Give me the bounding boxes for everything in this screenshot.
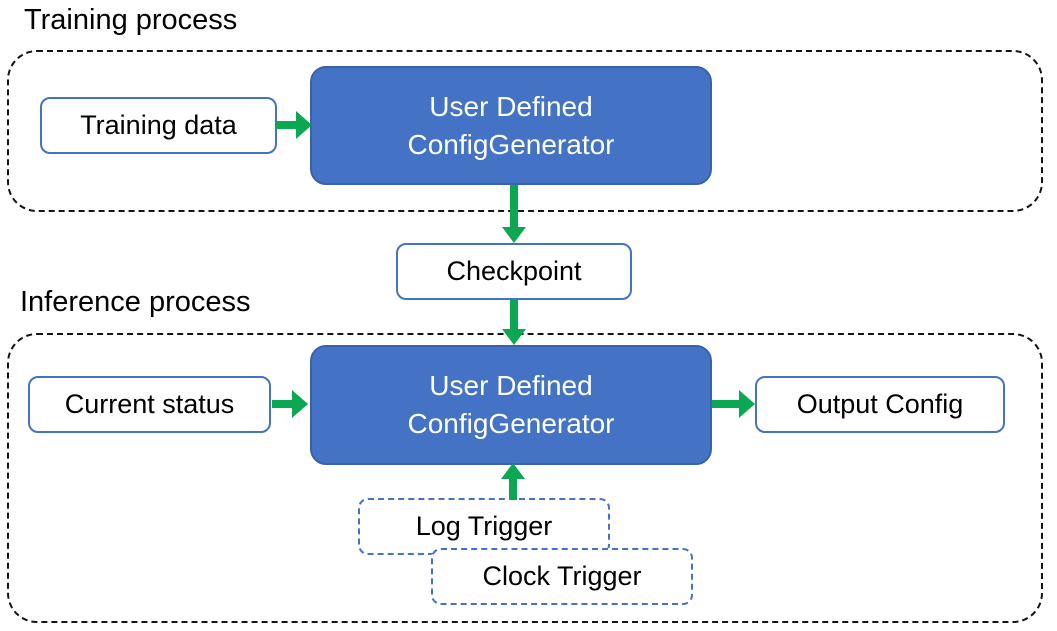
arrow-current-status-to-generator-icon xyxy=(272,390,308,418)
inference-process-label: Inference process xyxy=(20,286,251,318)
training-generator-line2: ConfigGenerator xyxy=(407,128,615,160)
output-config-label: Output Config xyxy=(796,389,964,419)
training-generator-line1: User Defined xyxy=(429,90,593,122)
current-status-label: Current status xyxy=(64,389,235,419)
inference-config-generator-box: User Defined ConfigGenerator xyxy=(310,345,712,465)
arrow-checkpoint-to-generator-icon xyxy=(500,300,528,345)
output-config-box: Output Config xyxy=(755,376,1005,433)
inference-generator-line1: User Defined xyxy=(429,370,593,401)
training-process-container xyxy=(7,50,1043,212)
training-data-box: Training data xyxy=(40,97,277,154)
clock-trigger-box: Clock Trigger xyxy=(431,548,693,605)
log-trigger-label: Log Trigger xyxy=(415,511,553,541)
current-status-box: Current status xyxy=(28,376,271,433)
checkpoint-label: Checkpoint xyxy=(446,256,582,286)
training-config-generator-box: User Defined ConfigGenerator xyxy=(310,66,712,185)
log-trigger-box: Log Trigger xyxy=(358,498,610,555)
inference-generator-line2: ConfigGenerator xyxy=(407,408,615,439)
checkpoint-box: Checkpoint xyxy=(396,243,632,300)
training-process-label: Training process xyxy=(24,4,238,36)
training-data-label: Training data xyxy=(80,110,237,140)
arrow-training-data-to-generator-icon xyxy=(276,111,312,139)
clock-trigger-label: Clock Trigger xyxy=(482,561,642,591)
arrow-generator-to-checkpoint-icon xyxy=(500,185,528,243)
arrow-generator-to-output-icon xyxy=(712,390,755,418)
inference-process-container xyxy=(7,333,1043,623)
arrow-triggers-to-generator-icon xyxy=(499,463,527,500)
